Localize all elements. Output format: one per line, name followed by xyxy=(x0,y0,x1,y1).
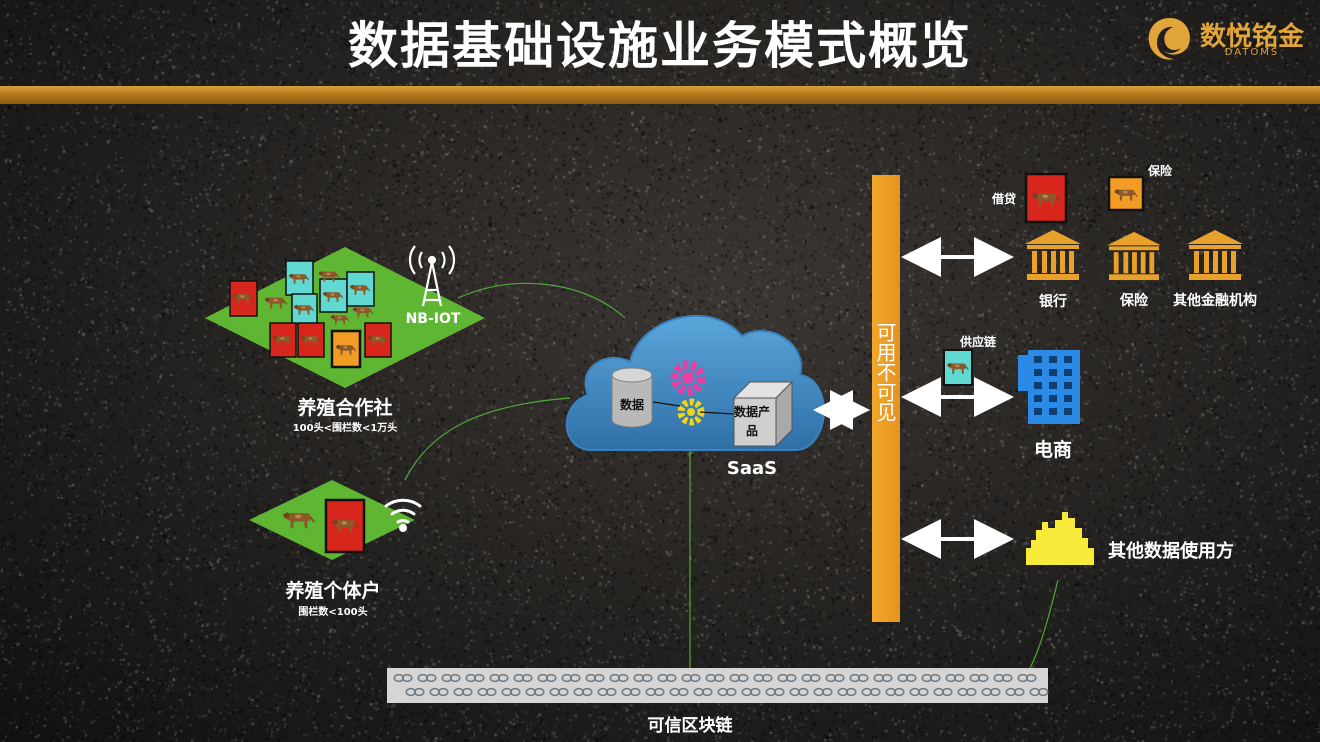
product-box-icon xyxy=(732,380,794,448)
bidirectional-arrows xyxy=(813,237,1014,559)
cooperative-cards xyxy=(229,260,392,369)
cloud-connectors xyxy=(652,401,735,415)
database-icon xyxy=(611,367,653,428)
cloud-product-label: 数据产品 xyxy=(734,405,771,438)
saas-label: SaaS xyxy=(726,458,778,479)
cloud-data-label: 数据 xyxy=(619,398,644,412)
blockchain-strip xyxy=(387,668,1049,703)
bank-icons xyxy=(1025,230,1243,281)
institution-bank: 银行 xyxy=(1039,294,1067,310)
nb-iot-label: NB-IOT xyxy=(405,311,461,327)
signal-tower-icon xyxy=(408,245,456,307)
other-data-users-label: 其他数据使用方 xyxy=(1108,541,1234,562)
page-title: 数据基础设施业务模式概览 xyxy=(348,17,972,75)
individual-note: 围栏数<100头 xyxy=(298,607,368,618)
institution-other: 其他金融机构 xyxy=(1173,293,1257,309)
finance-cards xyxy=(1024,172,1145,224)
header-divider xyxy=(0,86,1320,104)
city-skyline-icon xyxy=(1026,512,1094,565)
ecommerce-label: 电商 xyxy=(1033,439,1072,461)
wifi-icon xyxy=(384,498,422,532)
logo-subtitle: DATOMS xyxy=(1224,47,1280,58)
cooperative-label: 养殖合作社 xyxy=(297,397,393,419)
supply-chain-card xyxy=(943,349,973,386)
building-icon xyxy=(1018,350,1080,424)
usable-invisible-pillar xyxy=(872,175,900,622)
individual-field xyxy=(249,480,415,560)
loan-label: 借贷 xyxy=(991,192,1016,206)
individual-label: 养殖个体户 xyxy=(285,580,381,602)
pillar-text: 可用不可见 xyxy=(873,322,897,422)
cooperative-note: 100头<围栏数<1万头 xyxy=(292,423,398,434)
supply-chain-label: 供应链 xyxy=(959,335,996,349)
logo-icon xyxy=(1148,18,1190,60)
insurance-card-label: 保险 xyxy=(1147,164,1172,178)
institution-insurance: 保险 xyxy=(1120,293,1148,309)
connection-lines xyxy=(404,282,1059,673)
logo-name: 数悦铭金 xyxy=(1200,22,1305,52)
blockchain-label: 可信区块链 xyxy=(647,716,733,736)
